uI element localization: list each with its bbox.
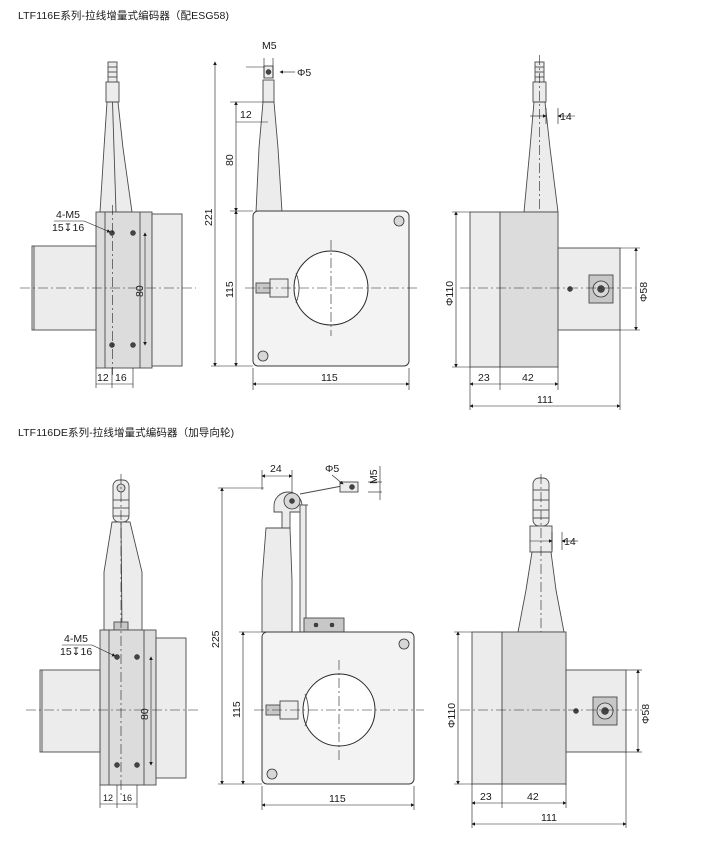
dim-14: 14 [560, 111, 572, 123]
mount-hole [130, 230, 136, 236]
dim-12: 12 [240, 109, 252, 121]
dim-24: 24 [270, 463, 282, 475]
mount-hole [130, 342, 136, 348]
body-height-115: 115 [224, 281, 236, 298]
front-view-1: M5 Φ5 12 221 80 115 115 [203, 40, 418, 390]
dim-14: 14 [564, 536, 576, 548]
mount-hole [109, 342, 115, 348]
dim-16: 16 [115, 372, 127, 384]
dim-16: 16 [122, 793, 132, 803]
section-title-ltf116e: LTF116E系列-拉线增量式编码器（配ESG58) [18, 10, 230, 22]
dia-5: Φ5 [297, 67, 311, 79]
back-drum [469, 211, 501, 368]
wire-clip [339, 481, 359, 493]
height-dim-80: 80 [139, 708, 151, 720]
total-111: 111 [541, 812, 557, 824]
corner-screw [266, 768, 278, 780]
width-115: 115 [321, 372, 338, 384]
side-view-1: 4-M5 15↧16 80 12 16 [20, 61, 196, 388]
mount-block [303, 617, 345, 633]
probe-nut [105, 81, 120, 103]
back-body [499, 211, 559, 368]
side-drum [151, 213, 183, 367]
dim-23: 23 [480, 791, 492, 803]
cable-housing [261, 527, 293, 633]
corner-screw [393, 215, 405, 227]
guide-arm [103, 521, 143, 631]
body-height-115: 115 [231, 701, 243, 718]
holes-label: 4-M5 [64, 633, 88, 645]
dim-42: 42 [522, 372, 534, 384]
dim-12: 12 [103, 793, 113, 803]
corner-screw [257, 350, 269, 362]
mount-hole [134, 762, 140, 768]
upper-height-80: 80 [224, 154, 236, 166]
depth-label: 15↧16 [60, 646, 92, 658]
depth-label: 15↧16 [52, 222, 84, 234]
side-body [99, 629, 157, 786]
height-dim-80: 80 [134, 285, 146, 297]
encoder-dia-58: Φ58 [638, 282, 650, 302]
dia-5: Φ5 [325, 463, 339, 475]
back-drum [471, 631, 503, 785]
dim-23: 23 [478, 372, 490, 384]
mount-hole [114, 654, 120, 660]
encoder-dia-58: Φ58 [640, 704, 652, 724]
back-view-1: 14 Φ110 Φ58 23 42 111 [444, 55, 650, 410]
body-dia-110: Φ110 [444, 281, 456, 306]
thread-m5: M5 [368, 469, 380, 484]
side-encoder [39, 669, 101, 753]
back-view-2: 14 Φ110 Φ58 23 42 111 [446, 474, 652, 828]
dim-42: 42 [527, 791, 539, 803]
total-height-225: 225 [210, 630, 222, 648]
side-view-2: 4-M5 15↧16 80 12 16 [26, 474, 200, 808]
section-title-ltf116de: LTF116DE系列-拉线增量式编码器（加导向轮) [18, 427, 235, 439]
dim-12: 12 [97, 372, 109, 384]
thread-m5: M5 [262, 40, 277, 52]
mount-hole [114, 762, 120, 768]
width-115: 115 [329, 793, 346, 805]
body-dia-110: Φ110 [446, 703, 458, 728]
back-body [501, 631, 567, 785]
mount-hole [109, 230, 115, 236]
corner-screw [398, 638, 410, 650]
front-view-2: 24 Φ5 M5 225 115 115 [210, 463, 424, 810]
holes-label: 4-M5 [56, 209, 80, 221]
mount-hole [134, 654, 140, 660]
cable-housing [523, 101, 559, 213]
cable-housing [255, 101, 283, 213]
total-111: 111 [537, 394, 553, 406]
cable-housing [99, 101, 133, 213]
side-drum [155, 637, 187, 779]
probe-nut [262, 79, 275, 103]
total-height-221: 221 [203, 208, 215, 226]
